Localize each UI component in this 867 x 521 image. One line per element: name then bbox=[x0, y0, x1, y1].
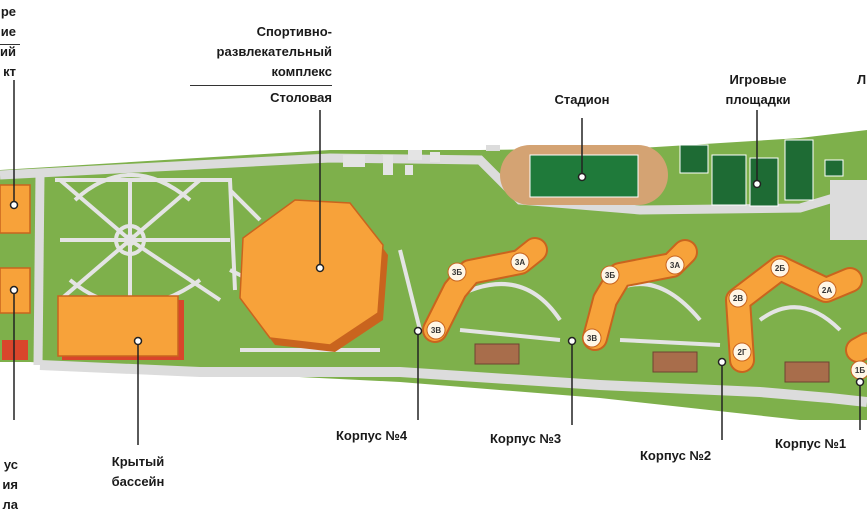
sports-complex-line: Спортивно- bbox=[256, 24, 332, 39]
label-korpus-1: Корпус №1 bbox=[775, 436, 847, 451]
left-building-red bbox=[2, 340, 28, 360]
label-dining: Столовая bbox=[270, 90, 332, 105]
badge-k4-3v: 3В bbox=[431, 326, 441, 335]
badge-k3-3v: 3В bbox=[587, 334, 597, 343]
sports-complex-rule bbox=[190, 85, 332, 86]
label-korpus-2: Корпус №2 bbox=[640, 448, 712, 463]
label-sports-complex: Спортивно- развлекательный комплекс bbox=[180, 22, 332, 82]
garage-blocks bbox=[474, 343, 830, 383]
left-top-fragment: ие bbox=[0, 24, 16, 39]
badge-k2-2g: 2Г bbox=[738, 348, 747, 357]
sports-complex-line: комплекс bbox=[271, 64, 332, 79]
left-top-rule bbox=[0, 44, 20, 45]
service-structures bbox=[343, 150, 440, 175]
badge-k2-2a: 2А bbox=[822, 286, 832, 295]
sports-complex-line: развлекательный bbox=[216, 44, 332, 59]
playgrounds-line: площадки bbox=[725, 92, 791, 107]
playgrounds-line: Игровые bbox=[729, 72, 787, 87]
park-fountain bbox=[124, 234, 136, 246]
label-pool: Крытый бассейн bbox=[68, 452, 208, 492]
badge-k4-3a: 3А bbox=[515, 258, 525, 267]
east-plaza bbox=[830, 180, 867, 240]
korpus-1-building bbox=[845, 332, 867, 363]
territory-grass bbox=[0, 130, 867, 420]
badge-k4-3b: 3Б bbox=[452, 268, 462, 277]
left-bottom-fragment: ия bbox=[2, 477, 18, 492]
pool-line: Крытый bbox=[111, 454, 165, 469]
south-road bbox=[39, 360, 867, 407]
left-top-fragment: ий bbox=[0, 44, 16, 59]
label-korpus-3: Корпус №3 bbox=[490, 431, 562, 446]
leader-lines bbox=[13, 80, 861, 445]
badge-k3-3b: 3Б bbox=[605, 271, 615, 280]
label-korpus-4: Корпус №4 bbox=[336, 428, 408, 443]
left-bottom-fragment: ус bbox=[3, 457, 18, 472]
left-bottom-fragment: ла bbox=[2, 497, 19, 512]
sports-complex-building bbox=[239, 199, 384, 346]
building-badges: 3Б 3А 3В 3Б 3А 3В 2Б 2В 2А 2Г 1Б bbox=[426, 252, 867, 380]
label-right-top-fragment: Л bbox=[857, 72, 867, 87]
badge-k3-3a: 3А bbox=[670, 261, 680, 270]
park-roundabout bbox=[114, 224, 146, 256]
leader-dots bbox=[9, 172, 865, 387]
left-top-fragment: кт bbox=[3, 64, 16, 79]
label-stadium: Стадион bbox=[554, 92, 610, 107]
badge-k2-2b: 2Б bbox=[775, 264, 785, 273]
pool-building bbox=[57, 295, 179, 357]
label-playgrounds: Игровые площадки bbox=[688, 70, 828, 110]
pool-line: бассейн bbox=[111, 474, 165, 489]
left-top-fragment: ре bbox=[0, 4, 16, 19]
label-left-top-fragments: ре ие ий кт bbox=[0, 2, 16, 82]
west-road bbox=[33, 174, 45, 366]
label-left-bottom-fragments: ус ия ла bbox=[0, 455, 18, 515]
badge-k1-1b: 1Б bbox=[855, 366, 865, 375]
badge-k2-2v: 2В bbox=[733, 294, 743, 303]
